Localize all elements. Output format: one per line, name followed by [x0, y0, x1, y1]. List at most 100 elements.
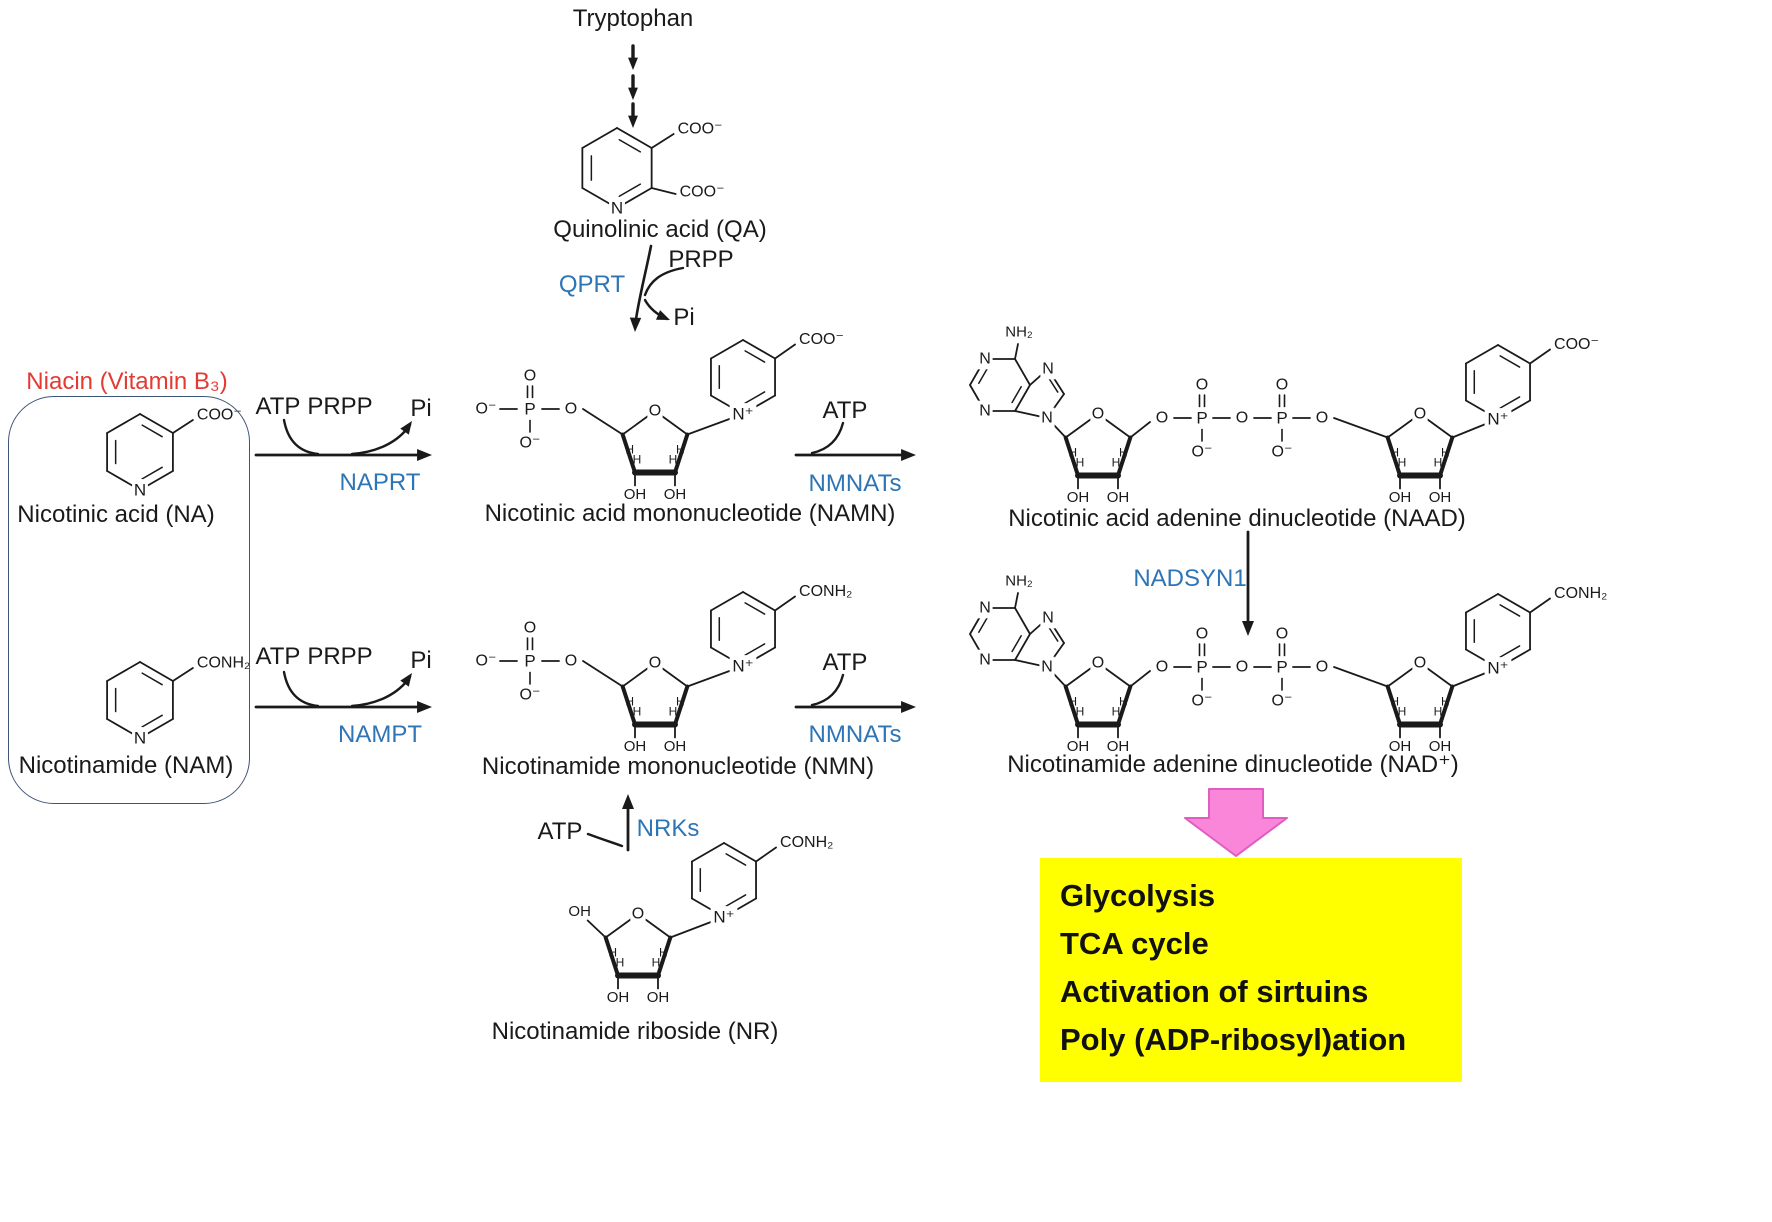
- ring-nitrogen-plus: N⁺: [732, 405, 753, 424]
- substituent-CONH2: CONH₂: [799, 583, 852, 600]
- substituent-COO: COO⁻: [1554, 336, 1599, 353]
- substituent-COO: COO⁻: [680, 184, 725, 201]
- atom-label-OH: OH: [1107, 489, 1130, 506]
- enzyme-nmnats-top-label: NMNATs: [808, 470, 902, 497]
- cofactor-prpp-nampt: PRPP: [307, 643, 373, 670]
- atom-label-N: N: [1041, 410, 1053, 427]
- atom-label-H: H: [659, 945, 668, 959]
- atom-label-H: H: [1441, 445, 1450, 459]
- atom-label-N: N: [1041, 659, 1053, 676]
- substituent-COO: COO⁻: [799, 331, 844, 348]
- atom-label-OH: OH: [647, 989, 670, 1006]
- nad-structure: [969, 592, 1551, 739]
- outcome-glycolysis: Glycolysis: [1060, 878, 1216, 913]
- atom-label-H: H: [1119, 694, 1128, 708]
- cofactor-pi-naprt: Pi: [410, 395, 432, 422]
- atom-label-OH: OH: [1429, 489, 1452, 506]
- atom-label-NH2: NH₂: [1005, 324, 1033, 341]
- cofactor-atp-naprt: ATP: [255, 393, 301, 420]
- ring-oxygen: O: [1414, 406, 1426, 423]
- atom-label-O: O: [1196, 377, 1208, 394]
- atom-label-N: N: [979, 600, 991, 617]
- atom-label-OH: OH: [664, 738, 687, 755]
- cofactor-atp-nmnats-bottom: ATP: [822, 649, 868, 676]
- atom-label-H: H: [633, 453, 642, 467]
- phosphorus: P: [524, 400, 535, 419]
- atom-label-O: O: [1156, 410, 1168, 427]
- ring-oxygen: O: [649, 403, 661, 420]
- namn-label: Nicotinic acid mononucleotide (NAMN): [484, 500, 896, 527]
- ring-nitrogen-plus: N⁺: [1487, 410, 1508, 429]
- atom-label-H: H: [1068, 445, 1077, 459]
- ring-oxygen: O: [632, 906, 644, 923]
- ring-oxygen: O: [1092, 655, 1104, 672]
- cofactor-atp-nampt: ATP: [255, 643, 301, 670]
- tryptophan-label: Tryptophan: [572, 5, 694, 32]
- cofactor-atp-nrks: ATP: [537, 818, 583, 845]
- atom-label-Ominus: O⁻: [520, 687, 541, 704]
- atom-label-OH: OH: [664, 486, 687, 503]
- ring-oxygen: O: [1092, 406, 1104, 423]
- nr-structure: [586, 842, 777, 990]
- outcome-tca-cycle: TCA cycle: [1060, 926, 1209, 961]
- enzyme-naprt-label: NAPRT: [339, 469, 421, 496]
- atom-label-OH: OH: [1067, 489, 1090, 506]
- ring-nitrogen: N: [134, 729, 146, 748]
- ring-nitrogen: N: [134, 481, 146, 500]
- atom-label-H: H: [1068, 694, 1077, 708]
- atom-label-Ominus: O⁻: [1272, 693, 1293, 710]
- enzyme-nrks-label: NRKs: [636, 815, 700, 842]
- atom-label-H: H: [1441, 694, 1450, 708]
- atom-label-N: N: [1042, 361, 1054, 378]
- atom-label-Ominus: O⁻: [520, 435, 541, 452]
- atom-label-N: N: [1042, 610, 1054, 627]
- atom-label-O: O: [1236, 410, 1248, 427]
- tryptophan-arrows: [628, 44, 638, 128]
- ring-oxygen: O: [1414, 655, 1426, 672]
- niacin-label: Niacin (Vitamin B₃): [26, 368, 228, 395]
- nmnats-top-reaction-arrows: [794, 421, 916, 461]
- cofactor-atp-nmnats-top: ATP: [822, 397, 868, 424]
- quinolinic-acid-structure: [581, 127, 677, 209]
- atom-label-H: H: [1434, 456, 1443, 470]
- nicotinic-acid-label: Nicotinic acid (NA): [17, 501, 215, 528]
- atom-label-OH: OH: [624, 486, 647, 503]
- substituent-COO: COO⁻: [678, 121, 723, 138]
- atom-label-O: O: [1196, 626, 1208, 643]
- atom-label-OH: OH: [607, 989, 630, 1006]
- atom-label-OH: OH: [568, 903, 591, 920]
- atom-label-Ominus: O⁻: [1272, 444, 1293, 461]
- atom-label-H: H: [1390, 694, 1399, 708]
- atom-label-NH2: NH₂: [1005, 573, 1033, 590]
- phosphorus: P: [1196, 409, 1207, 428]
- quinolinic-acid-label: Quinolinic acid (QA): [553, 216, 767, 243]
- nad-label: Nicotinamide adenine dinucleotide (NAD⁺): [1007, 751, 1459, 778]
- nmn-structure: [499, 591, 796, 739]
- phosphorus: P: [524, 652, 535, 671]
- atom-label-O: O: [524, 620, 536, 637]
- atom-label-H: H: [608, 945, 617, 959]
- atom-label-H: H: [633, 705, 642, 719]
- atom-label-H: H: [1076, 705, 1085, 719]
- nampt-reaction-arrows: [254, 670, 432, 713]
- enzyme-nampt-label: NAMPT: [338, 721, 422, 748]
- cofactor-prpp-top: PRPP: [668, 246, 734, 273]
- nicotinamide-label: Nicotinamide (NAM): [18, 752, 234, 779]
- atom-label-O: O: [565, 401, 577, 418]
- atom-label-O: O: [1276, 377, 1288, 394]
- enzyme-nadsyn1-label: NADSYN1: [1133, 565, 1247, 592]
- substituent-CONH2: CONH₂: [1554, 585, 1607, 602]
- atom-label-H: H: [669, 705, 678, 719]
- atom-label-OH: OH: [1389, 489, 1412, 506]
- ring-nitrogen: N: [611, 199, 623, 218]
- atom-label-OH: OH: [1067, 738, 1090, 755]
- substituent-CONH2: CONH₂: [780, 834, 833, 851]
- atom-label-N: N: [979, 652, 991, 669]
- ring-oxygen: O: [649, 655, 661, 672]
- nrks-reaction-arrows: [586, 794, 634, 852]
- ring-nitrogen-plus: N⁺: [732, 657, 753, 676]
- naprt-reaction-arrows: [254, 418, 432, 461]
- outcome-sirtuins: Activation of sirtuins: [1060, 974, 1369, 1009]
- phosphorus: P: [1196, 658, 1207, 677]
- nmnats-bottom-reaction-arrows: [794, 673, 916, 713]
